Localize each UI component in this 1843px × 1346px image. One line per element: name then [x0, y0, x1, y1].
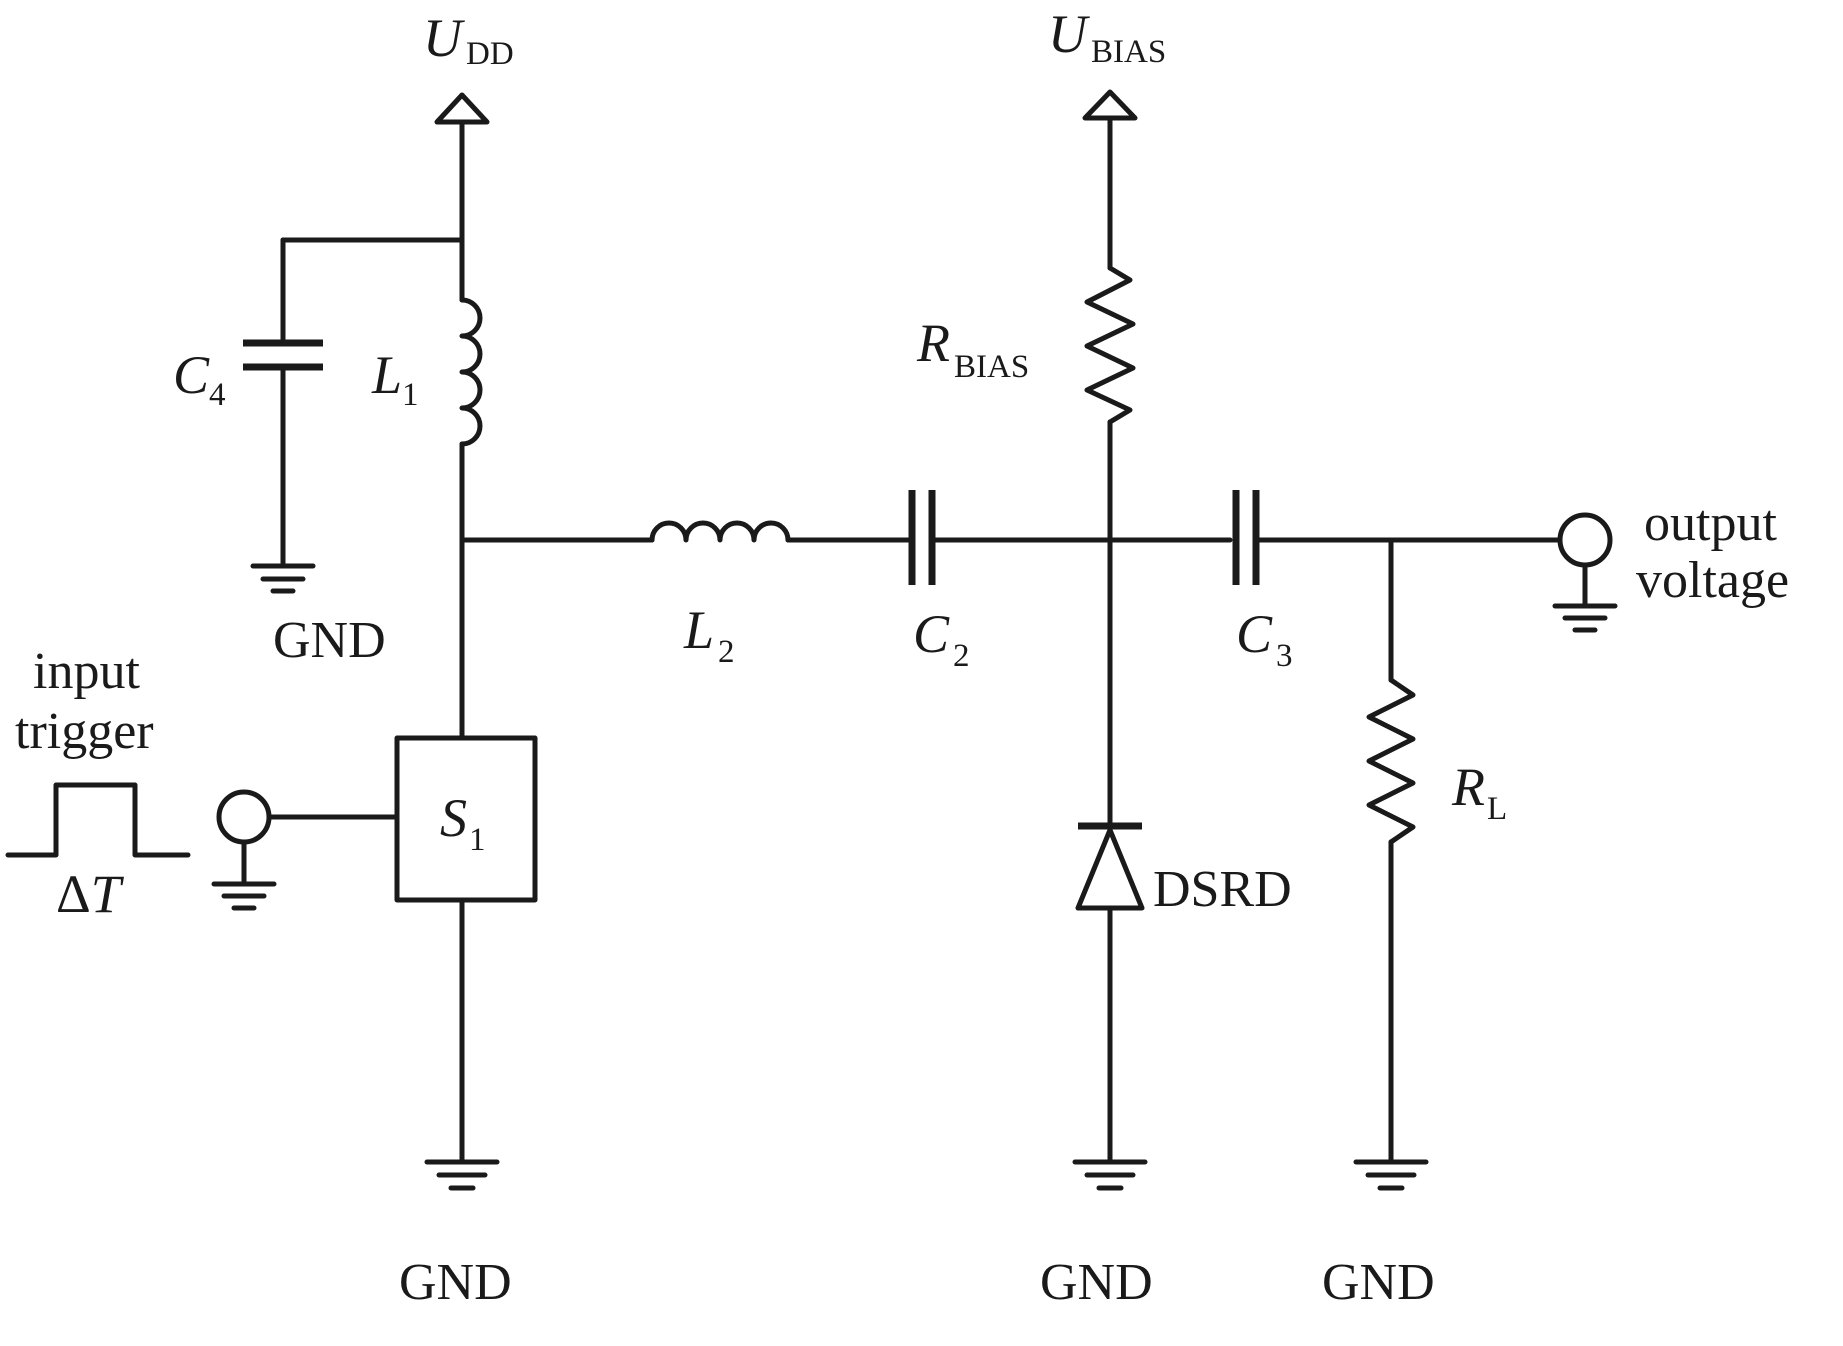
input-label-line2: trigger	[15, 703, 154, 760]
s1-label: S1	[440, 788, 486, 858]
delta-t-label: ΔT	[56, 864, 125, 924]
ground-symbol-rl	[1353, 1159, 1429, 1191]
gnd-label-c4: GND	[273, 612, 386, 669]
input-connector	[211, 789, 400, 911]
output-label-line1: output	[1644, 495, 1777, 552]
resistor-rl	[1366, 537, 1416, 1163]
trigger-pulse-waveform	[5, 782, 191, 858]
gnd-label-dsrd: GND	[1040, 1254, 1153, 1311]
diode-dsrd	[1075, 537, 1145, 1163]
output-label-line2: voltage	[1636, 552, 1789, 609]
ground-symbol-s1	[424, 1159, 500, 1191]
resistor-rbias	[1084, 265, 1136, 543]
capacitor-c3	[1232, 490, 1563, 585]
gnd-label-rl: GND	[1322, 1254, 1435, 1311]
dsrd-label: DSRD	[1153, 861, 1292, 918]
ubias-supply-arrow	[1082, 89, 1138, 271]
capacitor-c4	[243, 339, 323, 371]
ground-symbol-c4	[250, 563, 316, 594]
l1-label: L1	[371, 345, 419, 413]
gnd-label-s1: GND	[399, 1254, 512, 1311]
udd-supply-arrow	[434, 92, 490, 243]
capacitor-c2	[908, 490, 1233, 585]
c4-label: C4	[173, 345, 226, 413]
inductor-l2	[649, 520, 911, 543]
rl-label: RL	[1451, 757, 1507, 827]
c4-branch-wire	[280, 237, 465, 566]
inductor-l1	[459, 237, 483, 543]
input-label-line1: input	[33, 643, 140, 700]
ground-symbol-dsrd	[1072, 1159, 1148, 1191]
output-connector	[1552, 512, 1618, 633]
